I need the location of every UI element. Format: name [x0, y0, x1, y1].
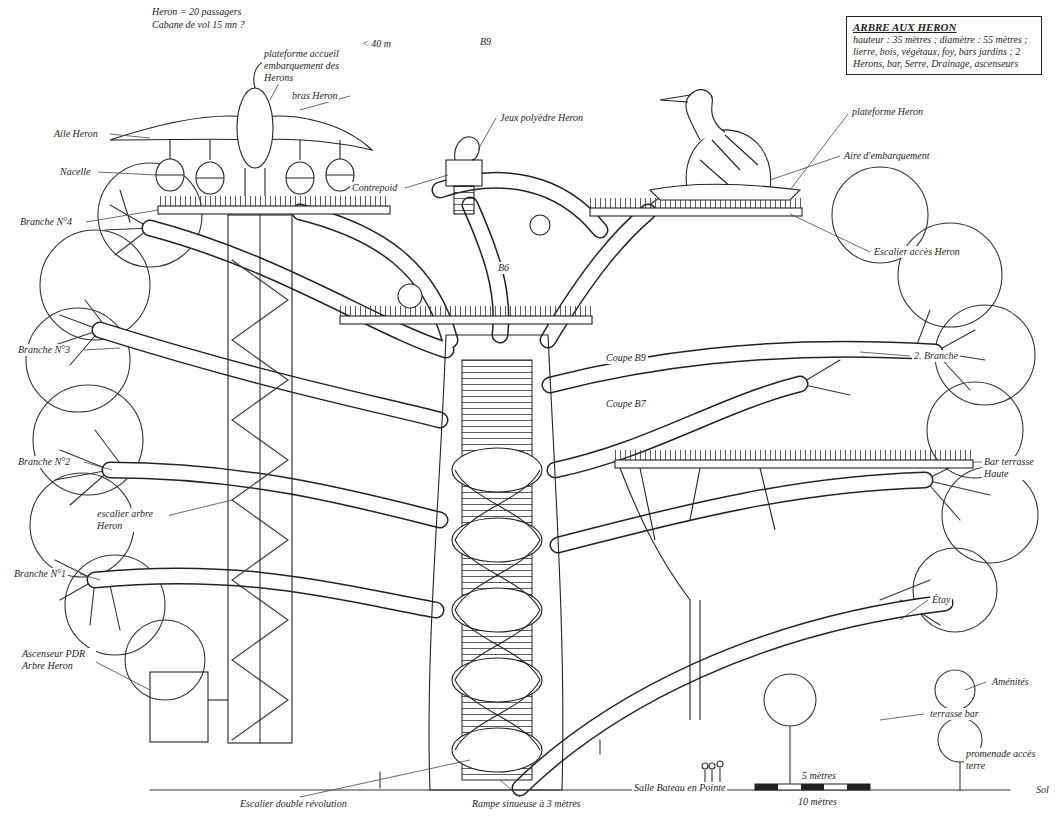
- callout-label: Escalier double révolution: [238, 798, 349, 810]
- callout-label: terrasse bar: [928, 708, 981, 720]
- callout-label: plateforme Heron: [850, 106, 925, 118]
- callout-label: Branche N°2: [16, 456, 72, 468]
- callout-label: 10 mètres: [796, 796, 839, 808]
- title-notes: hauteur : 35 mètres ; diamètre : 55 mètr…: [853, 34, 1035, 70]
- callout-label: plateforme accueil embarquement des Hero…: [262, 48, 366, 84]
- callout-label: Coupe B7: [604, 398, 648, 410]
- callout-label: Escalier accès Heron: [872, 246, 962, 258]
- callout-label: Bar terrasse Haute: [982, 456, 1058, 480]
- callout-label: B6: [496, 262, 511, 274]
- callout-label: Jeux polyèdre Heron: [498, 112, 585, 124]
- callout-label: Branche N°4: [18, 216, 74, 228]
- callout-label: Salle Bateau en Pointe: [632, 782, 727, 794]
- callout-label: promenade accès terre: [964, 748, 1058, 772]
- callout-label: 5 mètres: [800, 770, 838, 782]
- callout-label: B9: [478, 36, 493, 48]
- callout-label: escalier arbre Heron: [95, 508, 169, 532]
- callout-label: Étay: [930, 594, 952, 606]
- callout-label: bras Heron: [290, 90, 339, 102]
- title-heading: ARBRE AUX HERON: [853, 21, 1035, 34]
- callout-label: Cabane de vol 15 mn ?: [150, 19, 247, 31]
- callout-label: Nacelle: [58, 166, 93, 178]
- callout-label: Aire d'embarquement: [842, 150, 932, 162]
- title-block: ARBRE AUX HERONhauteur : 35 mètres ; dia…: [846, 16, 1042, 75]
- callout-label: 2. Branche: [912, 350, 960, 362]
- callout-label: Coupe B9: [604, 352, 648, 364]
- callout-label: Ascenseur PDR Arbre Heron: [20, 648, 96, 672]
- callout-label: Branche N°1: [12, 568, 68, 580]
- callout-label: Branche N°3: [16, 344, 72, 356]
- callout-label: Contrepoid: [350, 182, 399, 194]
- callout-label: Aile Heron: [52, 128, 100, 140]
- callout-label: Rampe sinueuse à 3 mètres: [470, 798, 583, 810]
- callout-label: Sol: [1034, 784, 1051, 796]
- callout-label: < 40 m: [360, 38, 393, 50]
- callout-label: Aménités: [990, 676, 1031, 688]
- callout-label: Heron = 20 passagers: [150, 6, 243, 18]
